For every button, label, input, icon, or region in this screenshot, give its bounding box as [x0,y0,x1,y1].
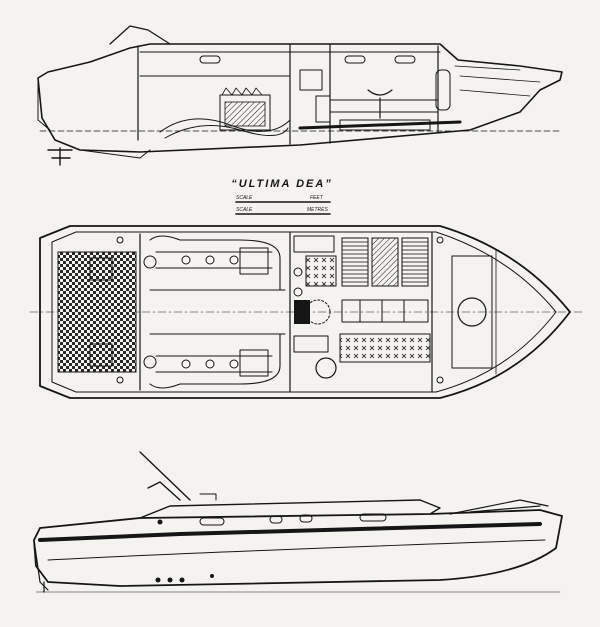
forward-hatch [457,297,487,327]
exterior-hull-vents [155,574,214,583]
section-stern-drive [47,147,73,166]
exterior-portholes [157,513,387,526]
plan-berths [339,237,431,363]
section-bow-lines [454,65,541,97]
scale-metres-unit: METRES [307,207,329,213]
section-windshield [109,25,171,45]
section-hull-outline [37,43,563,153]
cockpit-deck [57,251,137,373]
section-engine [159,87,291,139]
exterior-profile-view [33,451,563,593]
plan-forepeak [451,249,497,375]
exterior-pulpit [449,499,549,515]
plan-engine-starboard [143,333,281,389]
section-cabin-fittings [299,69,451,131]
exterior-cabin [139,499,441,519]
plan-inner-hull [51,231,557,393]
exterior-stern-drive [33,539,49,593]
section-keel-band [298,120,462,130]
section-profile-view [37,25,563,166]
plan-deck-fittings [116,236,444,384]
section-portholes [199,55,416,64]
plan-quilted-berth [339,333,431,363]
plan-engine-port [143,235,281,291]
cockpit-hatch-port [89,257,113,281]
companionway-steps [294,300,310,324]
toilet [315,357,337,379]
deck-plan-view [29,225,586,399]
deck-lines [139,51,441,113]
exterior-hull [33,509,563,587]
plan-bulkheads [139,231,433,393]
title-block: “ULTIMA DEA” SCALE FEET SCALE METRES [231,178,333,215]
cockpit-hatch-starboard [89,343,113,367]
exterior-windshield [139,451,191,501]
exterior-cleat [199,493,217,501]
section-shaft [79,149,151,159]
section-transom [37,77,51,131]
scale-metres-label: SCALE [236,207,253,213]
bulkheads [137,43,439,145]
exterior-chine-line [47,539,546,561]
plan-engine-bay-lines [149,289,286,335]
scale-feet-label: SCALE [236,195,253,201]
exterior-sheer-stripe [38,522,542,542]
drawing-title: “ULTIMA DEA” [231,178,333,190]
plan-galley [293,235,337,379]
scale-feet-unit: FEET [310,195,324,201]
